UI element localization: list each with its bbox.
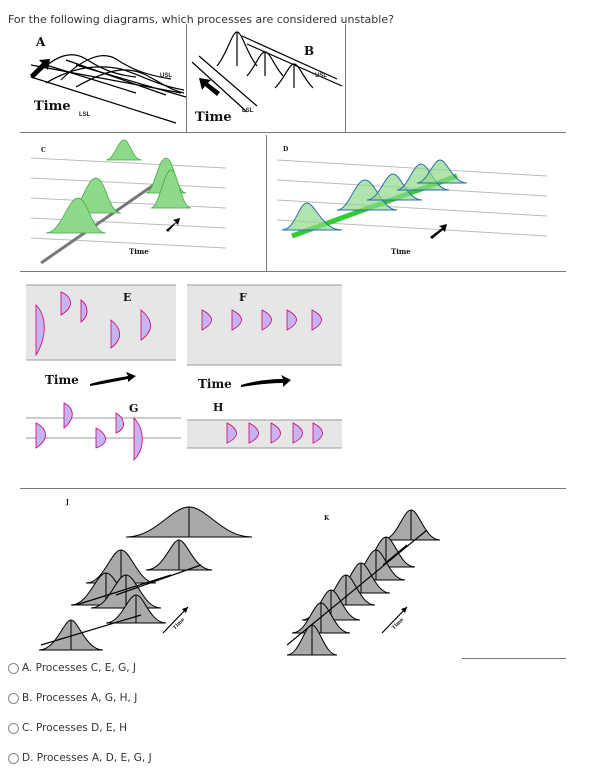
diagram-e-graphic <box>26 284 176 361</box>
diagram-a: A Time USL LSL <box>26 35 186 130</box>
diagram-c-label: C <box>41 147 46 154</box>
diagram-e-time-label: Time <box>45 373 79 387</box>
divider <box>462 658 566 659</box>
diagram-h-label: H <box>213 401 224 414</box>
radio-button[interactable] <box>8 752 19 764</box>
diagram-b-time-label: Time <box>195 110 232 125</box>
choice-c-label: C. Processes D, E, H <box>22 722 128 734</box>
radio-button[interactable] <box>8 692 19 704</box>
diagram-j-graphic <box>38 506 253 651</box>
diagram-b-lsl-label: LSL <box>242 108 254 114</box>
diagram-b: B Time USL LSL <box>187 24 345 132</box>
divider <box>186 24 187 132</box>
diagram-e-label: E <box>123 291 132 304</box>
time-arrow-icon <box>90 372 136 386</box>
diagram-h-graphic <box>187 419 342 449</box>
time-arrow-icon <box>166 218 180 232</box>
choice-d[interactable]: D. Processes A, D, E, G, J <box>8 752 228 764</box>
diagram-a-time-label: Time <box>34 99 71 114</box>
time-arrow-icon <box>199 78 220 96</box>
diagram-k: K Time <box>287 495 567 660</box>
choice-a-label: A. Processes C, E, G, J <box>22 662 136 674</box>
diagram-c: C Time <box>26 138 266 271</box>
diagram-f: F Time <box>187 280 347 397</box>
choice-a[interactable]: A. Processes C, E, G, J <box>8 662 228 674</box>
divider <box>266 135 267 271</box>
time-arrow-icon <box>430 224 447 239</box>
choice-c[interactable]: C. Processes D, E, H <box>8 722 228 734</box>
diagram-f-label: F <box>239 291 247 304</box>
diagram-d-time-label: Time <box>391 247 411 256</box>
diagram-c-time-label: Time <box>129 247 149 256</box>
time-arrow-icon <box>381 606 408 634</box>
divider <box>20 271 566 272</box>
divider <box>20 132 566 133</box>
diagram-g: G <box>26 398 186 468</box>
diagram-f-time-label: Time <box>198 377 232 391</box>
diagram-g-graphic <box>26 402 181 461</box>
radio-button[interactable] <box>8 662 19 674</box>
radio-button[interactable] <box>8 722 19 734</box>
diagram-a-graphic <box>30 54 186 124</box>
diagram-g-label: G <box>129 402 139 415</box>
diagram-k-label: K <box>324 515 330 522</box>
time-arrow-icon <box>162 606 189 634</box>
diagram-b-graphic <box>191 31 343 113</box>
time-arrow-icon <box>30 59 50 79</box>
choice-b[interactable]: B. Processes A, G, H, J <box>8 692 228 704</box>
diagram-h: H <box>187 398 347 468</box>
diagram-c-graphic <box>30 139 227 265</box>
diagram-a-label: A <box>36 35 46 49</box>
diagram-e: E Time <box>26 280 186 390</box>
diagram-a-usl-label: USL <box>160 73 172 79</box>
choice-b-label: B. Processes A, G, H, J <box>22 692 138 704</box>
diagram-k-graphic <box>287 509 441 656</box>
diagram-b-usl-label: USL <box>315 73 327 79</box>
diagram-j: J Time <box>26 495 286 660</box>
diagram-d-graphic <box>276 159 548 239</box>
time-arrow-icon <box>241 375 291 387</box>
diagram-d: D Time <box>267 138 567 271</box>
divider <box>20 488 566 489</box>
question-text: For the following diagrams, which proces… <box>8 13 394 26</box>
choice-d-label: D. Processes A, D, E, G, J <box>22 752 152 764</box>
diagram-b-label: B <box>304 44 315 58</box>
diagram-f-graphic <box>187 284 342 366</box>
diagram-a-lsl-label: LSL <box>79 112 91 118</box>
diagram-j-label: J <box>66 499 69 506</box>
diagram-d-label: D <box>283 146 289 153</box>
divider <box>345 24 346 132</box>
